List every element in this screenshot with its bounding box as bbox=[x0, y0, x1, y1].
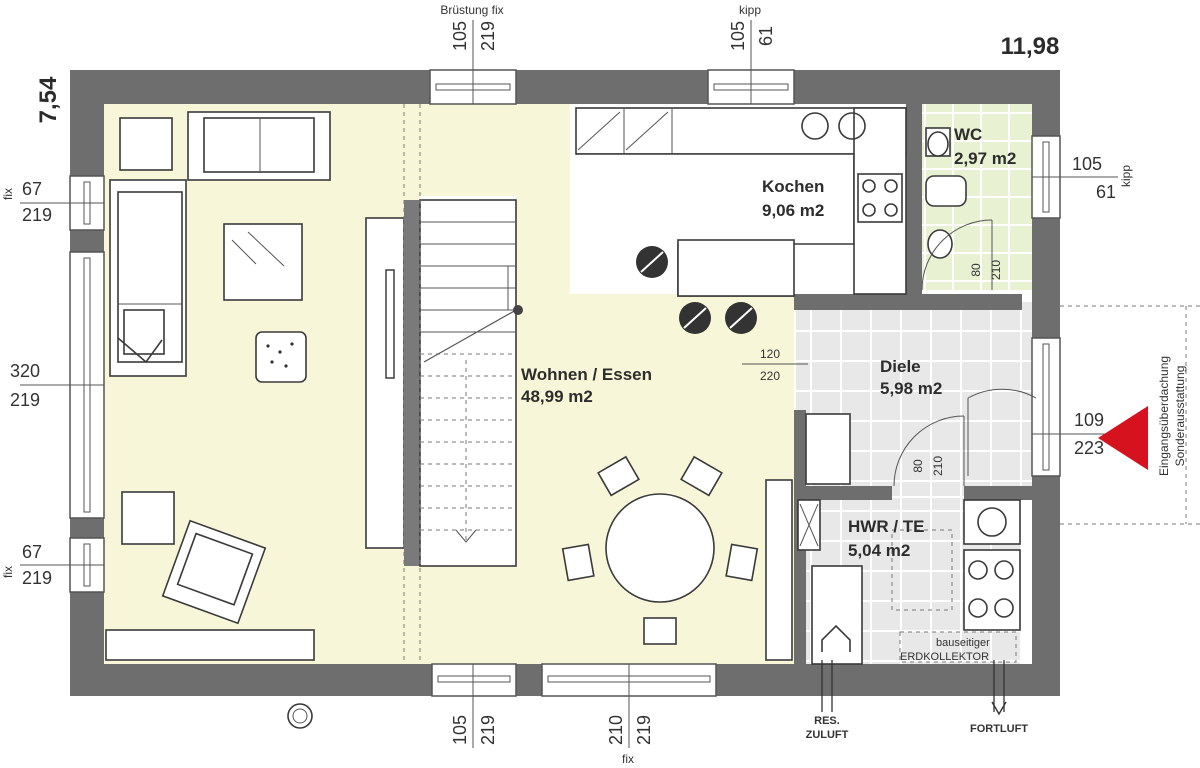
staircase bbox=[403, 104, 523, 664]
total-width: 11,98 bbox=[1001, 33, 1060, 60]
window-right-wc-width: 105 bbox=[1072, 154, 1102, 174]
collector-note-1: bauseitiger bbox=[936, 637, 990, 649]
entrance-marker bbox=[1098, 406, 1148, 470]
collector-note-2: ERDKOLLEKTOR bbox=[900, 651, 989, 663]
window-left-bottom-height: 219 bbox=[22, 568, 52, 588]
hall-fixtures bbox=[805, 305, 1200, 525]
window-left-top-label: fix bbox=[1, 188, 15, 200]
room-utility-name: HWR / TE bbox=[848, 517, 925, 536]
window-top-left-width: 105 bbox=[450, 21, 470, 51]
room-living-area: 48,99 m2 bbox=[521, 387, 593, 406]
dimension-lines bbox=[20, 20, 1118, 748]
window-bottom-mid-label: fix bbox=[622, 752, 634, 766]
room-utility-area: 5,04 m2 bbox=[848, 541, 910, 560]
supply-note-1: RES. bbox=[814, 715, 840, 727]
window-left-mid-width: 320 bbox=[10, 361, 40, 381]
room-hall-area: 5,98 m2 bbox=[880, 379, 942, 398]
window-bottom-mid-width: 210 bbox=[606, 715, 626, 745]
window-right-wc-label: kipp bbox=[1119, 165, 1133, 187]
room-living-name: Wohnen / Essen bbox=[521, 365, 652, 384]
window-bottom-mid-height: 219 bbox=[634, 715, 654, 745]
window-top-right-label: kipp bbox=[739, 3, 761, 17]
supply-note-2: ZULUFT bbox=[806, 729, 849, 741]
window-left-bottom-width: 67 bbox=[22, 542, 42, 562]
duct-lines bbox=[821, 660, 1007, 716]
kitchen-opening-height: 220 bbox=[760, 369, 780, 383]
room-kitchen-name: Kochen bbox=[762, 177, 824, 196]
window-left-bottom-label: fix bbox=[1, 566, 15, 578]
window-left-mid-height: 219 bbox=[10, 390, 40, 410]
utility-door-height: 210 bbox=[931, 456, 945, 476]
utility-fixtures bbox=[287, 499, 1021, 729]
canopy-note-1: Eingangsüberdachung bbox=[1157, 356, 1171, 476]
window-top-left-label: Brüstung fix bbox=[440, 3, 503, 17]
entrance-width: 109 bbox=[1074, 410, 1104, 430]
window-left-top-height: 219 bbox=[22, 205, 52, 225]
window-bottom-left-height: 219 bbox=[478, 715, 498, 745]
window-top-right-height: 61 bbox=[756, 26, 776, 46]
exterior-walls bbox=[70, 70, 1060, 696]
room-kitchen-area: 9,06 m2 bbox=[762, 201, 824, 220]
sideboard bbox=[765, 479, 793, 661]
utility-door-width: 80 bbox=[911, 459, 925, 473]
exhaust-note: FORTLUFT bbox=[970, 723, 1028, 735]
wc-door-width: 80 bbox=[969, 263, 983, 277]
window-top-left-height: 219 bbox=[478, 21, 498, 51]
kitchen-counters bbox=[575, 107, 907, 297]
canopy-note-2: Sonderausstattung bbox=[1173, 366, 1187, 467]
window-bottom-left-width: 105 bbox=[450, 715, 470, 745]
bar-stools bbox=[636, 246, 757, 334]
room-hall-name: Diele bbox=[880, 357, 921, 376]
wc-door-height: 210 bbox=[989, 260, 1003, 280]
wc-fixtures bbox=[921, 127, 993, 291]
window-left-top-width: 67 bbox=[22, 179, 42, 199]
room-wc-area: 2,97 m2 bbox=[954, 149, 1016, 168]
window-right-wc-height: 61 bbox=[1096, 182, 1116, 202]
dining-table bbox=[561, 455, 759, 645]
kitchen-opening-width: 120 bbox=[760, 347, 780, 361]
living-furniture bbox=[105, 111, 405, 661]
window-top-right-width: 105 bbox=[728, 21, 748, 51]
total-depth: 7,54 bbox=[35, 76, 62, 123]
room-wc-name: WC bbox=[954, 125, 982, 144]
entrance-height: 223 bbox=[1074, 438, 1104, 458]
stair-floor bbox=[420, 196, 516, 566]
